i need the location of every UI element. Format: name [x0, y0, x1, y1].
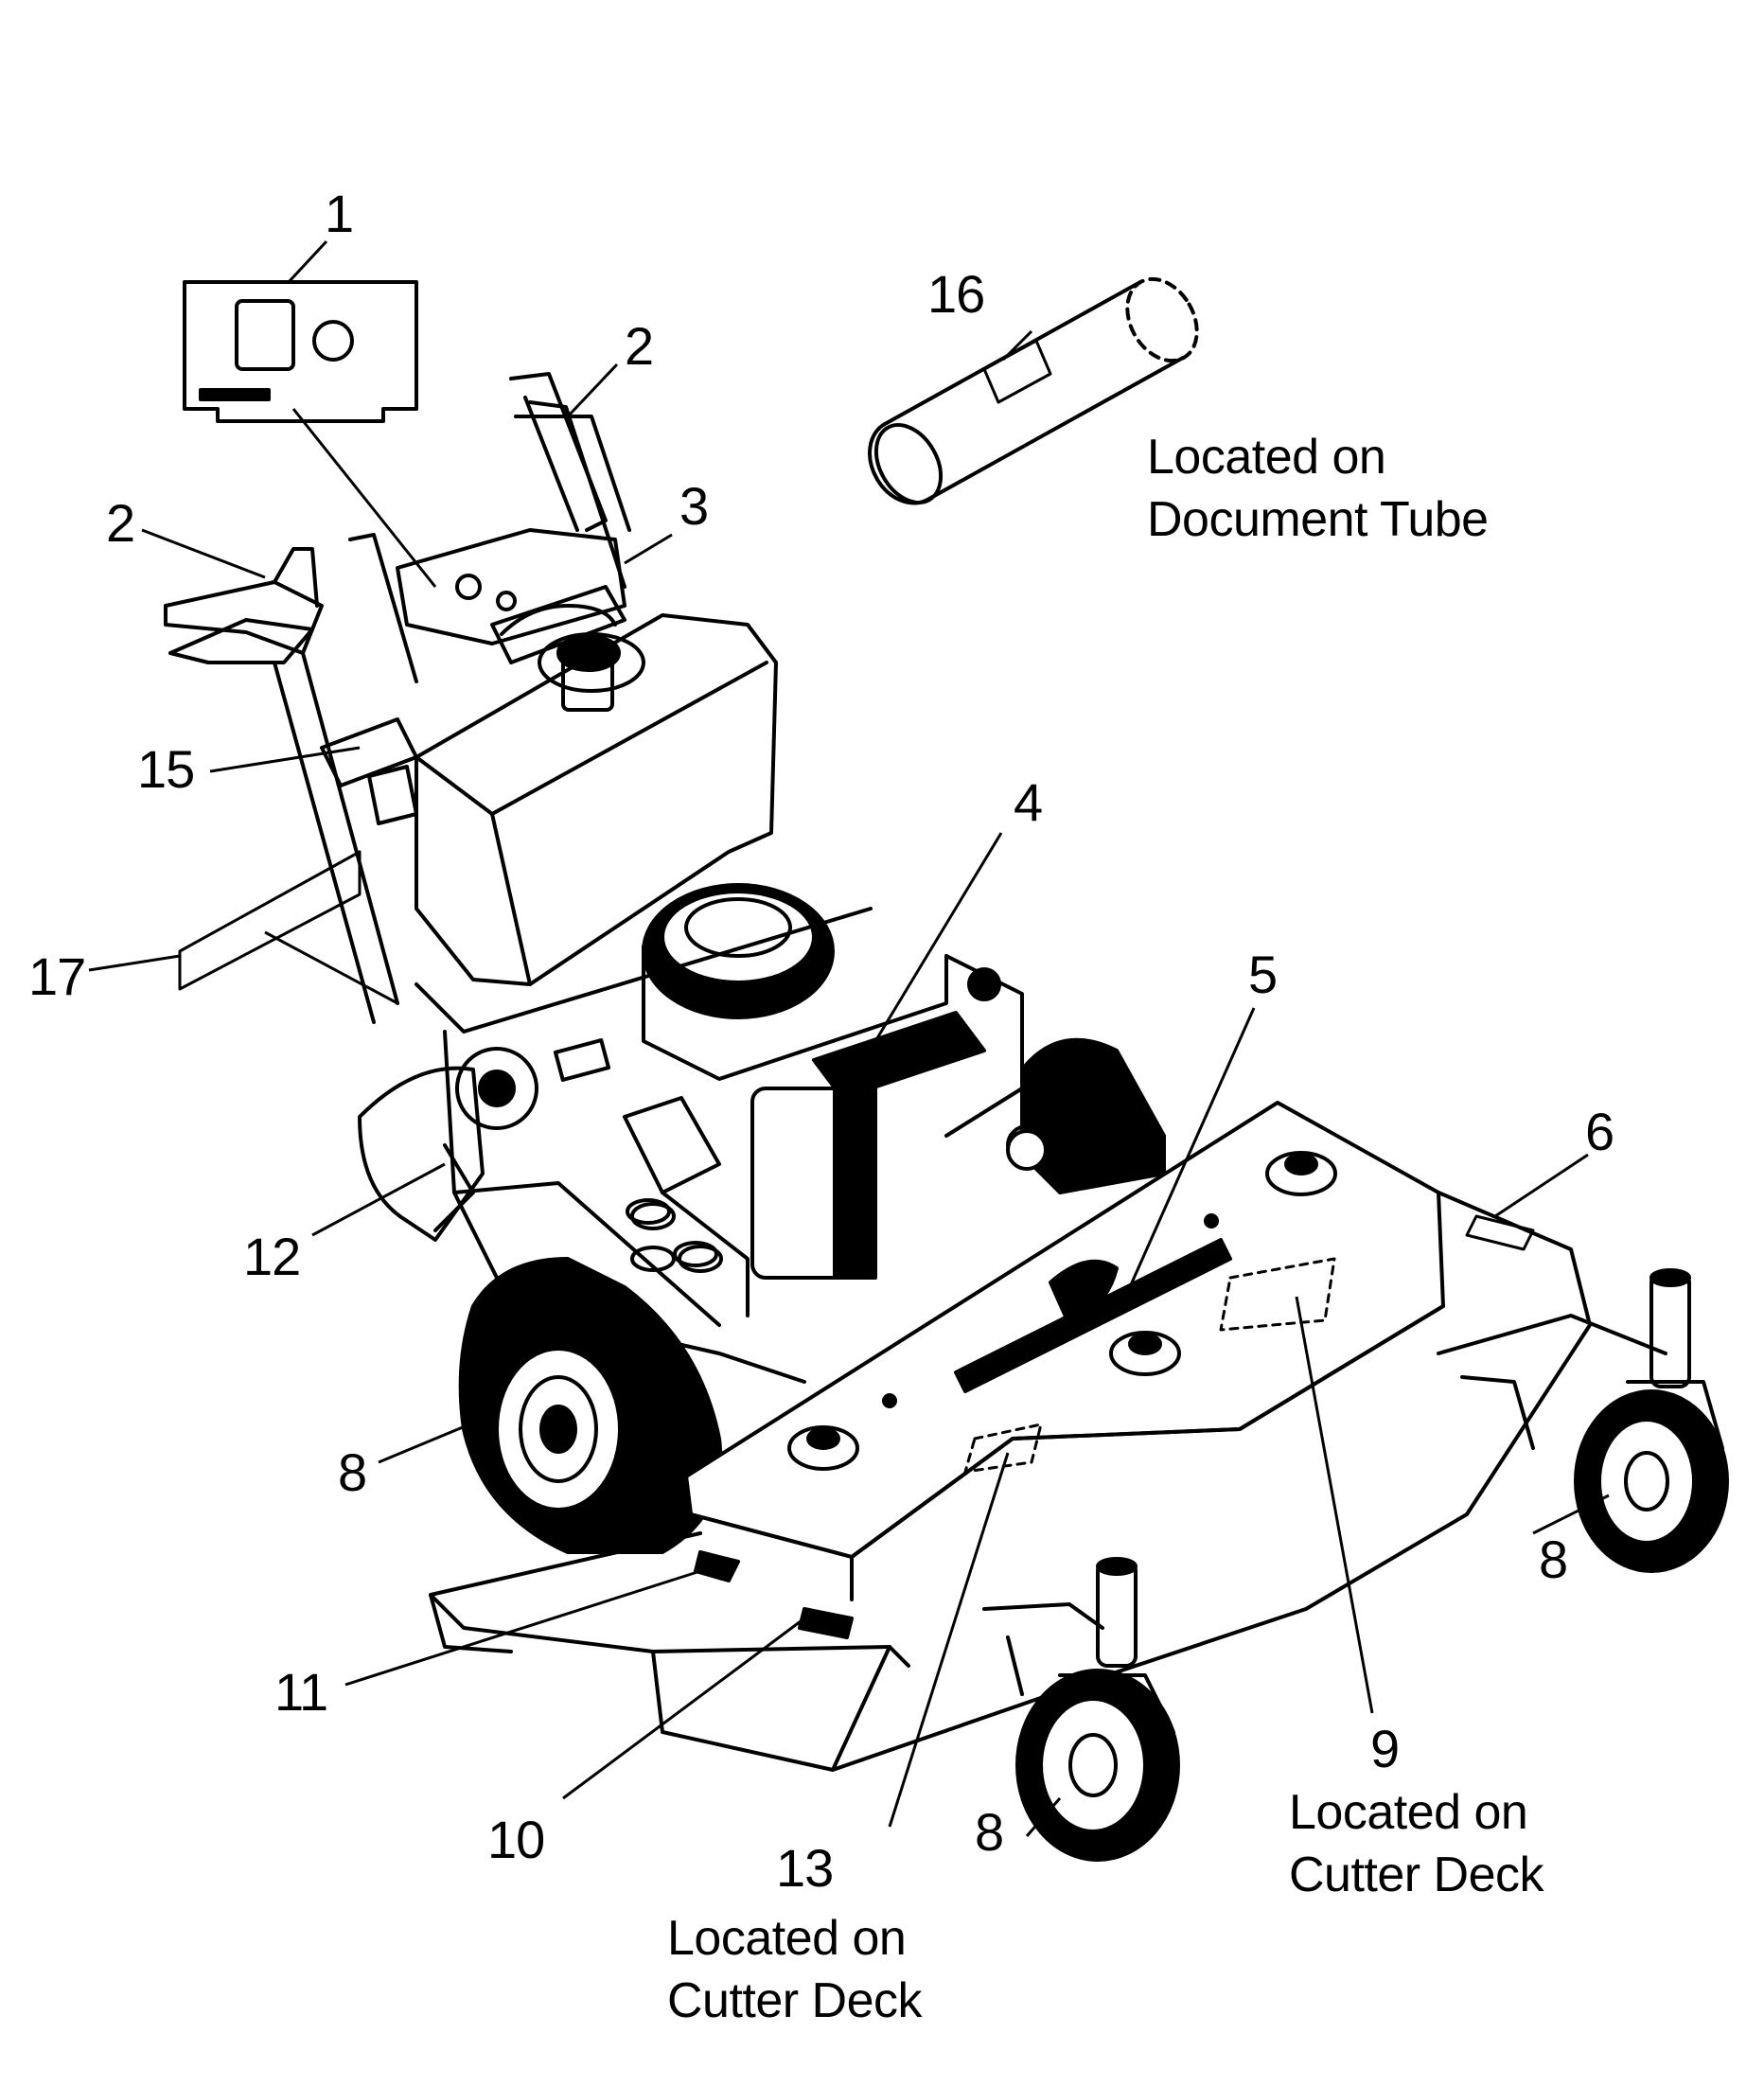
note-document-tube-line1: Located on — [1147, 430, 1386, 485]
callout-2-right: 2 — [625, 316, 654, 376]
note-cutter-deck-9: Located on Cutter Deck — [1289, 1781, 1544, 1906]
fuel-tank — [415, 613, 778, 986]
drive-wheel-right — [1006, 1037, 1166, 1194]
callout-6: 6 — [1585, 1102, 1614, 1161]
cutter-deck — [429, 1101, 1592, 1772]
note-cutter-deck-13-line2: Cutter Deck — [667, 1973, 923, 2028]
note-cutter-deck-13-line1: Located on — [667, 1911, 907, 1966]
callout-17: 17 — [28, 946, 86, 1006]
caster-left — [982, 1557, 1180, 1862]
callout-16: 16 — [927, 264, 985, 324]
callout-8-caster-left: 8 — [975, 1802, 1004, 1862]
callout-11: 11 — [274, 1662, 328, 1722]
control-console — [396, 528, 626, 664]
callout-4: 4 — [1014, 772, 1043, 832]
callout-13: 13 — [776, 1838, 834, 1898]
note-cutter-deck-9-line1: Located on — [1289, 1785, 1528, 1840]
callout-10: 10 — [487, 1810, 545, 1869]
callout-9: 9 — [1370, 1719, 1400, 1778]
callout-1: 1 — [325, 184, 354, 243]
decal-17 — [178, 850, 362, 991]
callout-12: 12 — [243, 1227, 301, 1286]
callout-3: 3 — [679, 476, 709, 536]
callout-5: 5 — [1248, 945, 1278, 1004]
callout-2-left: 2 — [106, 493, 135, 553]
leader-lines — [88, 239, 1610, 1837]
note-document-tube-line2: Document Tube — [1147, 492, 1489, 547]
drive-wheel-left — [458, 1257, 723, 1554]
pulley-guard — [358, 1047, 538, 1242]
callout-8-caster-right: 8 — [1539, 1529, 1568, 1589]
note-document-tube: Located on Document Tube — [1147, 426, 1489, 551]
decal-1-panel — [183, 280, 418, 423]
note-cutter-deck-13: Located on Cutter Deck — [667, 1907, 923, 2032]
handlebars — [164, 372, 631, 1024]
document-tube — [868, 276, 1199, 505]
caster-right — [1437, 1268, 1729, 1573]
note-cutter-deck-9-line2: Cutter Deck — [1289, 1847, 1544, 1902]
callout-8-drive: 8 — [338, 1442, 367, 1502]
callout-15: 15 — [137, 739, 195, 799]
